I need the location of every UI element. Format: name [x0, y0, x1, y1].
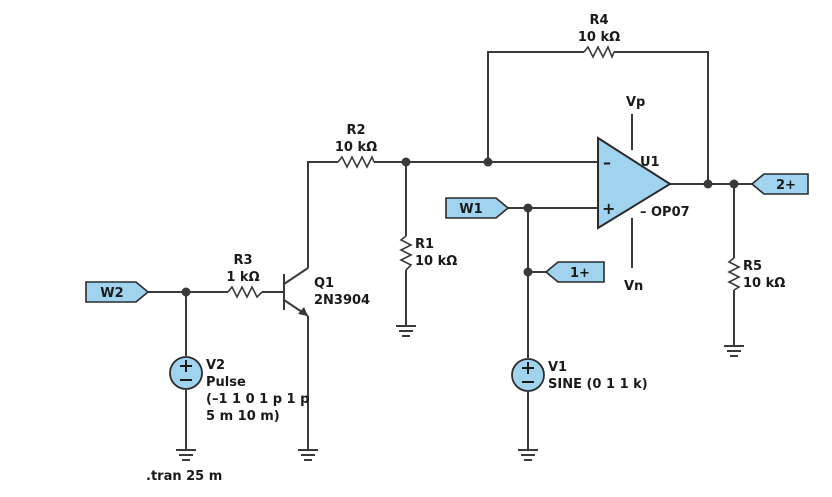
wires [148, 51, 752, 450]
source-v2-circle [169, 356, 203, 390]
wire-collector-to-r2 [307, 161, 338, 262]
wire-feedback [487, 51, 584, 162]
resistor-r3 [227, 285, 263, 299]
q1-model: 2N3904 [314, 293, 370, 308]
resistor-r5 [727, 257, 741, 291]
v2-spec-line2: (–1 1 0 1 p 1 p [206, 392, 309, 407]
u1-name: U1 [640, 155, 660, 170]
v1-name: V1 [548, 360, 567, 375]
r2-value: 10 kΩ [335, 140, 377, 155]
net-label-w2-text: W2 [100, 286, 123, 301]
resistor-r4 [583, 45, 615, 60]
tran-directive: .tran 25 m [146, 469, 222, 484]
emitter-arrow-icon [298, 307, 308, 316]
junctions [181, 157, 739, 297]
junction-dot [523, 267, 533, 277]
probe-1-text: 1+ [570, 266, 590, 281]
junction-dot [483, 157, 493, 167]
net-label-w1: W1 [445, 197, 510, 219]
resistor-r1 [399, 235, 413, 271]
v1-spec: SINE (0 1 1 k) [548, 377, 648, 392]
u1-model: OP07 [651, 205, 690, 220]
v2-spec-line1: Pulse [206, 375, 246, 390]
net-label-w1-shape [445, 197, 510, 219]
junction-dot [729, 179, 739, 189]
probe-1-shape [544, 261, 605, 283]
wire-feedback-right [614, 51, 709, 184]
ground-q1 [298, 449, 318, 461]
supply-vp: Vp [626, 95, 645, 110]
junction-dot [523, 203, 533, 213]
probe-2-text: 2+ [776, 178, 796, 193]
r1-name: R1 [415, 237, 434, 252]
r1-value: 10 kΩ [415, 254, 457, 269]
net-label-w2: W2 [85, 281, 150, 303]
transistor-q1 [283, 262, 309, 322]
net-label-w1-text: W1 [459, 202, 482, 217]
r2-name: R2 [346, 123, 365, 138]
resistor-r2 [337, 155, 375, 169]
probe-1: 1+ [544, 261, 605, 283]
r4-name: R4 [589, 13, 608, 28]
source-v1 [511, 358, 545, 392]
opamp-minus-sign: – [603, 153, 611, 172]
probe-2-shape [750, 173, 809, 195]
ground-v2 [176, 449, 196, 461]
junction-dot [401, 157, 411, 167]
ground-r1 [396, 325, 416, 337]
r3-value: 1 kΩ [226, 270, 259, 285]
q1-name: Q1 [314, 276, 334, 291]
ground-v1 [518, 449, 538, 461]
opamp-u1: – + [597, 136, 672, 230]
r4-value: 10 kΩ [578, 30, 620, 45]
ground-r5 [724, 345, 744, 357]
net-label-w2-shape [85, 281, 150, 303]
u1-model-prefix: – [640, 205, 647, 220]
r5-value: 10 kΩ [743, 276, 785, 291]
r3-name: R3 [233, 253, 252, 268]
supply-vn: Vn [624, 279, 643, 294]
probe-2: 2+ [750, 173, 809, 195]
v2-name: V2 [206, 358, 225, 373]
transistor-collector-leg [283, 267, 309, 285]
opamp-triangle [597, 136, 672, 230]
source-v1-circle [511, 358, 545, 392]
v2-spec-line3: 5 m 10 m) [206, 409, 280, 424]
junction-dot [703, 179, 713, 189]
opamp-plus-sign: + [602, 199, 615, 218]
r5-name: R5 [743, 259, 762, 274]
junction-dot [181, 287, 191, 297]
source-v2 [169, 356, 203, 390]
